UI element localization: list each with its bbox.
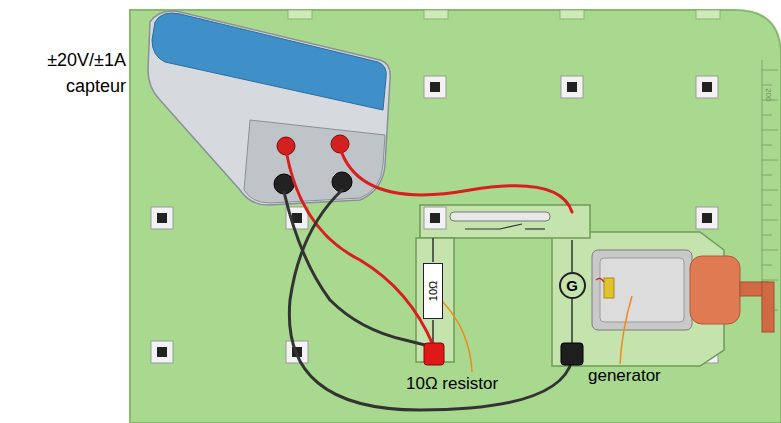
sensor-name: capteur [66,76,126,97]
resistor-label: 10Ω resistor [406,374,498,394]
black-jack [561,343,583,365]
leader-line [620,296,632,364]
sensor-range: ±20V/±1A [47,50,126,71]
ruler [762,60,778,320]
switch-lever [450,212,550,221]
resistor-symbol: 10Ω [423,263,443,319]
board-tabs [288,10,720,19]
symbol-text: 10Ω [427,281,439,301]
sensor-device [148,11,390,205]
symbol-text: G [566,277,578,294]
breadboard [130,10,781,423]
generator-motor [592,250,774,332]
generator-symbol: G [559,272,586,299]
red-jack [424,343,444,365]
switch-plate [420,205,590,238]
generator-label: generator [588,366,661,386]
ruler-mark: 200 [764,88,773,101]
wires [284,148,572,410]
leader-line [441,300,472,372]
